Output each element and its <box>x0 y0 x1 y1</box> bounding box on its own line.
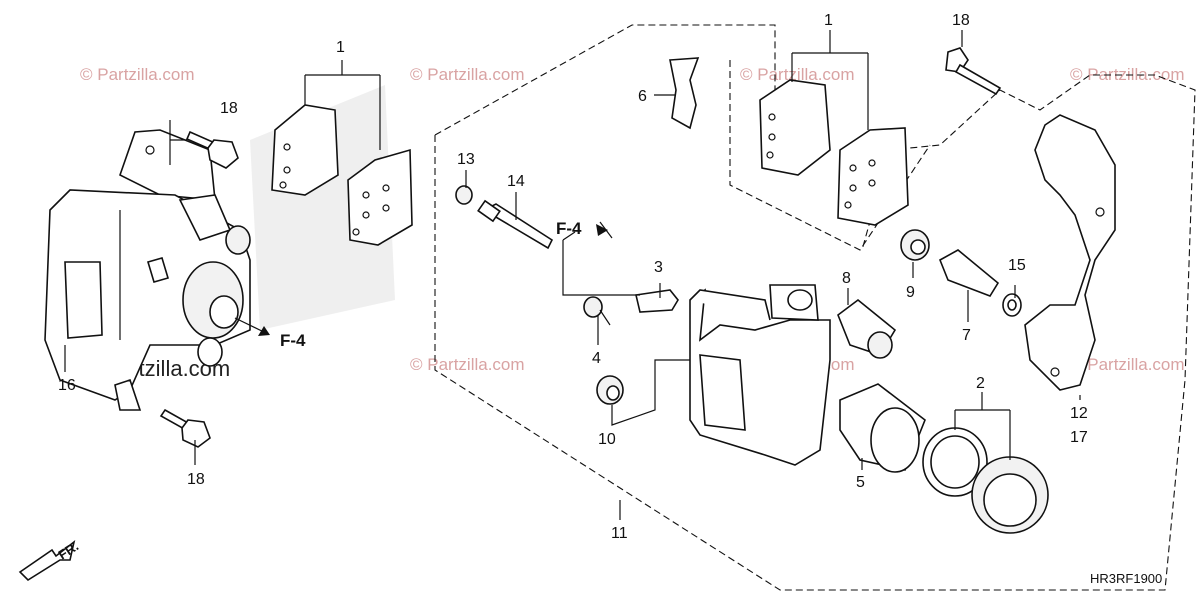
slide-pin-7 <box>938 249 1000 297</box>
exploded-view-boundary <box>434 24 1196 591</box>
callout-10: 10 <box>598 431 616 448</box>
callout-18: 18 <box>220 100 238 117</box>
callout-5: 5 <box>856 474 865 491</box>
bracket-12-17 <box>1024 114 1116 391</box>
callout-1: 1 <box>336 39 345 56</box>
brake-pad-left-b <box>347 148 413 246</box>
watermark: © Partzilla.com <box>740 65 855 84</box>
callout-leader <box>169 120 187 165</box>
bolt-18-topleft <box>185 130 239 169</box>
watermark: © Partzilla.com <box>80 65 195 84</box>
callout-4: 4 <box>592 350 601 367</box>
callout-12: 12 <box>1070 405 1088 422</box>
front-arrow-icon <box>18 540 76 582</box>
callout-18: 18 <box>952 12 970 29</box>
diagram-code: HR3RF1900 <box>1090 571 1162 586</box>
callout-leader <box>304 60 381 150</box>
slide-pin-14 <box>477 199 554 250</box>
callout-17: 17 <box>1070 429 1088 446</box>
caliper-body-exploded <box>689 284 831 466</box>
caliper-assembly-left <box>44 60 413 465</box>
reference-f4-left: F-4 <box>280 331 306 350</box>
arrow-head-icon <box>596 224 608 236</box>
callout-2: 2 <box>976 375 985 392</box>
callout-15: 15 <box>1008 257 1026 274</box>
bolt-18-bottom <box>159 408 211 448</box>
caliper-window <box>64 261 103 339</box>
sleeve-8 <box>837 298 897 359</box>
callout-14: 14 <box>507 173 525 190</box>
bracket-tab <box>114 378 142 411</box>
bracket-hole <box>145 145 155 155</box>
callout-7: 7 <box>962 327 971 344</box>
watermark: © Partzilla.com <box>410 355 525 374</box>
seal-set-2 <box>922 427 1049 534</box>
brake-pad-right-a <box>759 79 831 176</box>
washer-15 <box>1002 293 1022 317</box>
watermark: © Partzilla.com <box>1070 355 1185 374</box>
callout-3: 3 <box>654 259 663 276</box>
watermark: © Partzilla.com <box>410 65 525 84</box>
reference-f4-center: F-4 <box>556 219 582 238</box>
dust-seal-13 <box>455 185 473 205</box>
banjo-fitting <box>197 337 223 367</box>
piston-bore <box>209 295 239 329</box>
retainer-clip-6 <box>669 57 700 130</box>
callout-16: 16 <box>58 377 76 394</box>
brake-pad-left-a <box>271 104 339 196</box>
arrow-head-icon <box>258 326 270 336</box>
bleeder-cap-4 <box>583 296 611 326</box>
boot-10 <box>596 375 624 405</box>
callout-11: 11 <box>611 525 628 542</box>
bleeder <box>147 257 169 283</box>
front-indicator: FR. <box>18 539 81 582</box>
callout-6: 6 <box>638 88 647 105</box>
callout-1: 1 <box>824 12 833 29</box>
piston-5 <box>839 383 926 473</box>
bolt-18-topright <box>945 47 1002 96</box>
callout-labels: 1 18 16 18 13 14 4 10 3 6 1 18 8 9 7 15 … <box>58 12 1088 542</box>
callout-9: 9 <box>906 284 915 301</box>
pin-boot-9 <box>900 229 930 261</box>
brake-pad-right-b <box>837 127 909 226</box>
callout-18: 18 <box>187 471 205 488</box>
callout-8: 8 <box>842 270 851 287</box>
bleeder-3 <box>635 289 679 313</box>
slide-pin-boot <box>225 225 251 255</box>
leader-lines <box>465 30 1081 520</box>
watermark-layer: © Partzilla.com © Partzilla.com © Partzi… <box>80 65 1185 381</box>
callout-13: 13 <box>457 151 475 168</box>
